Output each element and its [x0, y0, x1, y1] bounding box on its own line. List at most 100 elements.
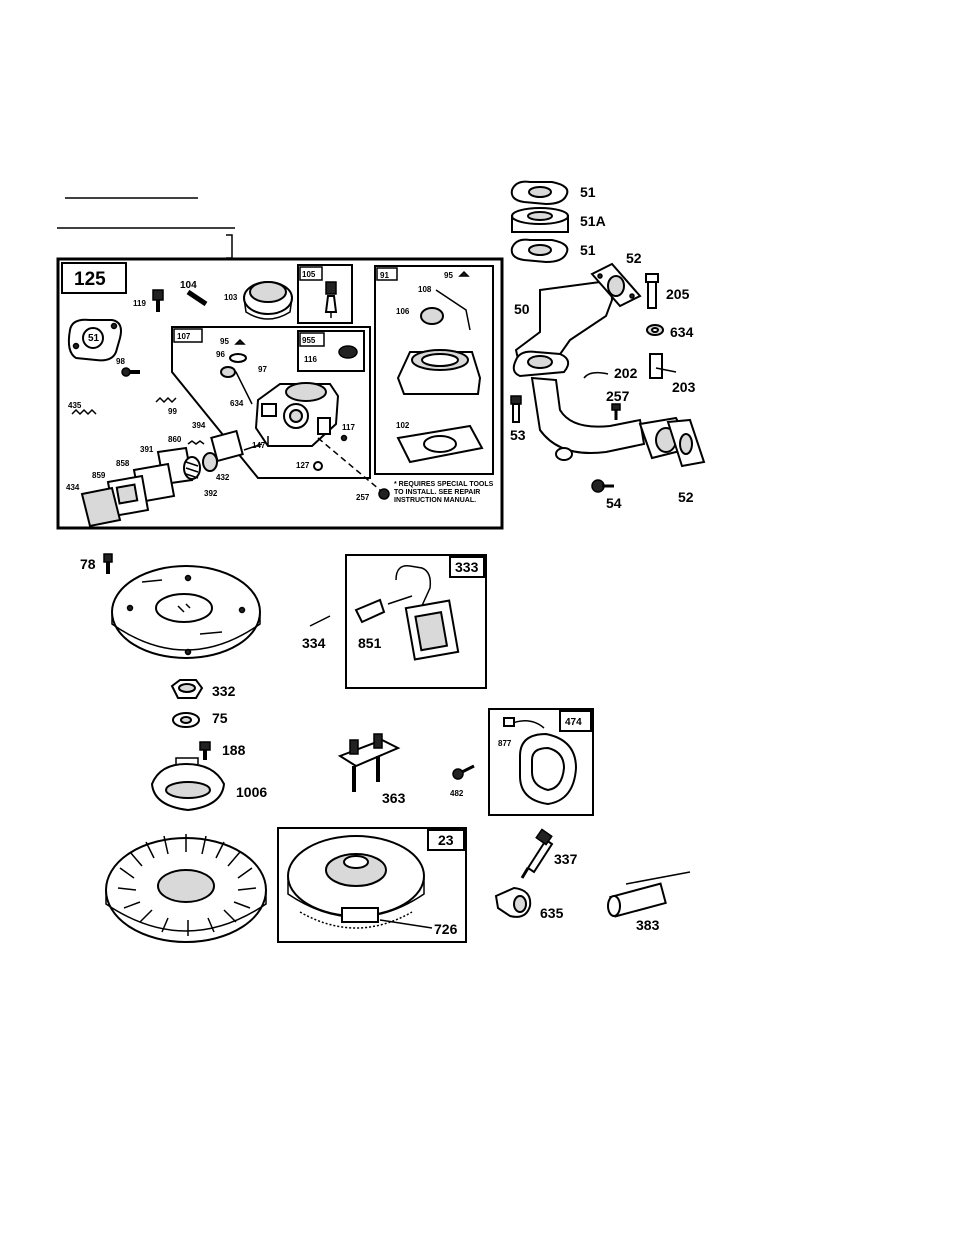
sub-box-107 [171, 326, 371, 479]
filter-432: 432 [202, 452, 230, 482]
sub-box-333: 333 851 [345, 554, 487, 689]
gasket-394 [210, 429, 244, 463]
part-label-p635: 635 [540, 905, 564, 921]
part-label-p383: 383 [636, 917, 660, 933]
part-label-p104: 104 [180, 280, 197, 291]
part-label-box-91: 91 [380, 271, 389, 280]
screw-334: 334 [302, 615, 331, 651]
part-label-p205: 205 [666, 286, 690, 302]
part-label-p391: 391 [140, 445, 154, 454]
screw-119: 119 [133, 289, 164, 312]
sub-box-955: 955 116 [297, 330, 365, 372]
part-label-p99: 99 [168, 407, 177, 416]
part-label-p363: 363 [382, 790, 406, 806]
part-label-p96: 96 [216, 350, 225, 359]
part-label-line2: TO INSTALL. SEE REPAIR [394, 489, 480, 496]
screw-78: 78 [80, 553, 113, 574]
sub-box-474: 474 877 [488, 708, 594, 816]
gasket-51-mid: 51 [510, 238, 596, 264]
washer-634: 634 [646, 324, 694, 340]
part-label-p53: 53 [510, 427, 526, 443]
spring-860: 860 [168, 435, 205, 445]
part-label-p119: 119 [133, 299, 146, 308]
part-label-box-107: 107 [177, 332, 191, 341]
part-label-box-333: 333 [455, 559, 479, 575]
part-label-p54: 54 [606, 495, 622, 511]
sub-box-91: 91 95 108 106 102 [374, 265, 494, 475]
part-label-box-23: 23 [438, 832, 454, 848]
intake-gasket-left: 51 [67, 318, 122, 362]
bolt-53: 53 [510, 395, 526, 443]
clip-202: 202 [583, 365, 638, 381]
part-label-p634b: 634 [670, 324, 694, 340]
spring-99: 99 [155, 396, 177, 416]
part-label-p103: 103 [224, 293, 238, 302]
part-label-p634a: 634 [230, 399, 244, 408]
part-label-p98: 98 [116, 357, 125, 366]
part-label-box-955: 955 [302, 336, 316, 345]
part-label-p394: 394 [192, 421, 206, 430]
blower-fan [105, 834, 267, 943]
part-label-p334: 334 [302, 635, 326, 651]
part-label-p78: 78 [80, 556, 96, 572]
part-label-p392: 392 [204, 489, 218, 498]
bracket-363: 363 [337, 733, 406, 806]
part-label-p203: 203 [672, 379, 696, 395]
sub-box-23: 23 726 [277, 827, 467, 943]
part-label-p51-top: 51 [580, 184, 596, 200]
part-label-p482: 482 [450, 789, 464, 798]
screw-188: 188 [199, 741, 246, 760]
part-label-box-474: 474 [565, 717, 582, 728]
part-label-p188: 188 [222, 742, 246, 758]
part-label-p51a: 51A [580, 213, 606, 229]
diaphragm-stack [80, 446, 194, 528]
sub-box-105: 105 [297, 264, 353, 324]
carburetor-assembly-box: 125 51 119 104 103 [56, 257, 504, 530]
part-label-p116: 116 [304, 355, 317, 364]
main-box-number: 125 [74, 269, 106, 290]
part-label-p95a: 95 [220, 337, 229, 346]
carburetor-body [254, 382, 340, 447]
part-label-p97: 97 [258, 365, 267, 374]
spring-435: 435 [68, 401, 97, 416]
part-label-p726: 726 [434, 921, 458, 937]
backplate-disc [111, 565, 261, 659]
part-label-p877: 877 [498, 739, 512, 748]
part-label-p860: 860 [168, 435, 182, 444]
part-label-p95b: 95 [444, 271, 453, 280]
part-label-p332: 332 [212, 683, 236, 699]
part-label-p75: 75 [212, 710, 228, 726]
screw-482: 482 [450, 764, 475, 798]
part-label-p52-top: 52 [626, 250, 642, 266]
screw-257-manifold: 257 [606, 388, 630, 420]
part-label-p117: 117 [342, 423, 355, 432]
part-label-p51-gasket-left: 51 [88, 333, 100, 344]
part-label-p108: 108 [418, 285, 432, 294]
part-label-p257a: 257 [356, 493, 370, 502]
part-label-p434: 434 [66, 483, 80, 492]
part-label-p337: 337 [554, 851, 578, 867]
cup-1006: 1006 [150, 757, 267, 812]
bolt-205: 205 [645, 273, 690, 309]
seal-103: 103 [224, 281, 293, 320]
part-label-line3: INSTRUCTION MANUAL. [394, 497, 476, 504]
part-label-p1006: 1006 [236, 784, 267, 800]
gasket-51-top: 51 [510, 180, 596, 206]
part-label-p51-mid: 51 [580, 242, 596, 258]
part-label-p858: 858 [116, 459, 130, 468]
spacer-51a: 51A [511, 207, 606, 233]
gasket-52-top: 52 [590, 250, 642, 308]
part-label-p202: 202 [614, 365, 638, 381]
screw-257-carb: 257 [356, 488, 390, 502]
part-label-p127: 127 [296, 461, 310, 470]
screw-54: 54 [591, 479, 622, 511]
part-label-p106: 106 [396, 307, 410, 316]
gasket-52-bottom: 52 [666, 418, 706, 505]
part-label-p102: 102 [396, 421, 410, 430]
lever-203: 203 [649, 353, 696, 395]
header-bracket [226, 234, 233, 259]
part-label-p50: 50 [514, 301, 530, 317]
boot-635: 635 [494, 886, 564, 921]
part-label-p432: 432 [216, 473, 230, 482]
pin-104: 104 [180, 280, 208, 307]
